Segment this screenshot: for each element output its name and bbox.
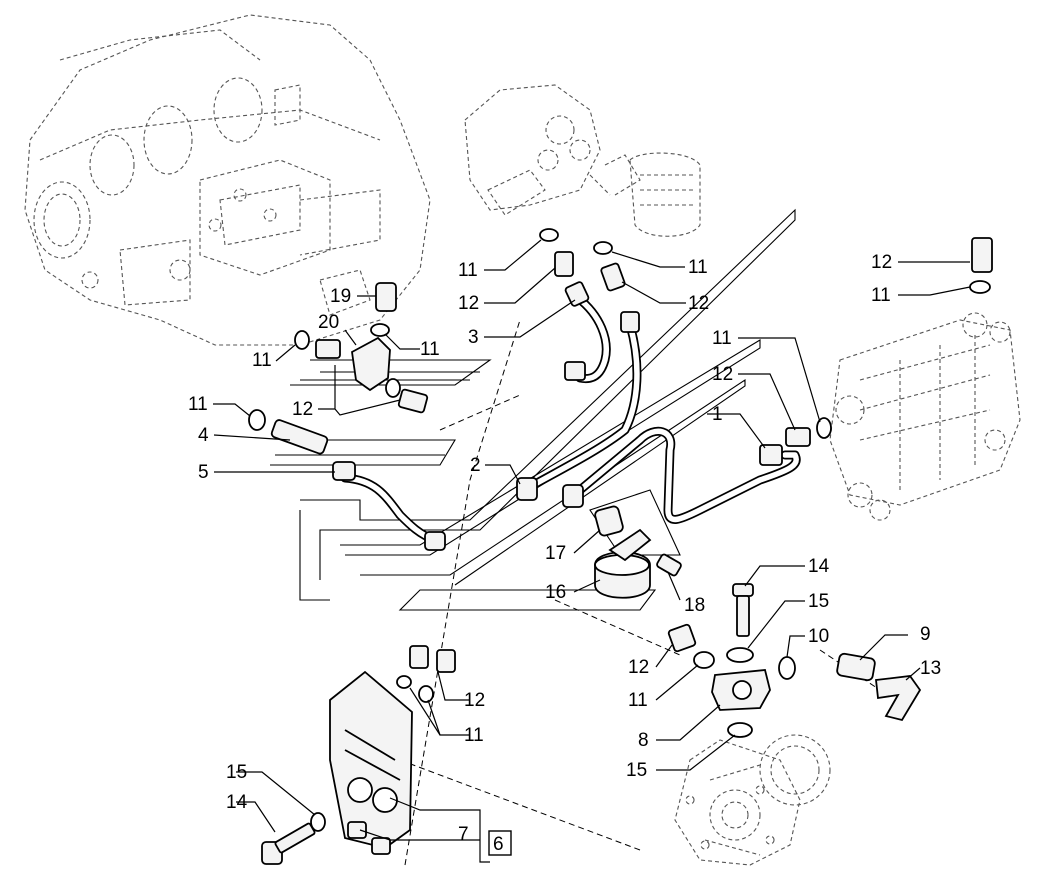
pipe-1 [575, 426, 801, 524]
callout-18: 18 [684, 595, 705, 616]
callout-16: 16 [545, 582, 566, 603]
callout-12: 12 [628, 657, 649, 678]
callout-11: 11 [420, 339, 440, 360]
callout-3: 3 [468, 327, 479, 348]
pipe-5 [340, 473, 440, 545]
callout-15: 15 [226, 762, 247, 783]
oil-filter-housing-outline [464, 84, 701, 237]
leader-lines [213, 239, 971, 863]
callout-15: 15 [808, 591, 829, 612]
callout-12: 12 [871, 252, 892, 273]
callout-14: 14 [226, 792, 248, 813]
callout-labels: 11 12 3 11 12 19 20 11 11 12 11 4 5 2 1 … [188, 252, 941, 855]
callout-6: 6 [493, 834, 504, 855]
callout-20: 20 [318, 312, 339, 333]
callout-12: 12 [458, 293, 479, 314]
pipe-2 [523, 320, 642, 493]
callout-14: 14 [808, 556, 830, 577]
pump-assembly-outline [674, 734, 831, 866]
callout-box-6 [488, 830, 512, 856]
part-fittings [248, 228, 993, 865]
callout-19: 19 [330, 286, 351, 307]
pipe-3 [573, 293, 611, 384]
callout-11: 11 [712, 328, 732, 349]
callout-12: 12 [464, 690, 485, 711]
callout-4: 4 [198, 425, 209, 446]
callout-11: 11 [252, 350, 272, 371]
callout-13: 13 [920, 658, 941, 679]
callout-11: 11 [871, 285, 891, 306]
cylinder-head-outline [829, 312, 1021, 521]
callout-11: 11 [628, 690, 648, 711]
routing-lines [399, 319, 881, 866]
callout-11: 11 [458, 260, 478, 281]
callout-12: 12 [688, 293, 709, 314]
callout-15: 15 [626, 760, 647, 781]
callout-17: 17 [545, 543, 566, 564]
callout-12: 12 [292, 399, 313, 420]
callout-5: 5 [198, 462, 209, 483]
reference-frames [270, 208, 796, 611]
callout-12: 12 [712, 364, 733, 385]
callout-11: 11 [688, 257, 708, 278]
engine-block-outline [24, 14, 431, 346]
callout-7: 7 [458, 824, 469, 845]
callout-1: 1 [712, 404, 723, 425]
callout-2: 2 [470, 455, 481, 476]
callout-8: 8 [638, 730, 649, 751]
callout-11: 11 [464, 725, 484, 746]
callout-9: 9 [920, 624, 931, 645]
callout-11: 11 [188, 394, 208, 415]
callout-10: 10 [808, 626, 829, 647]
